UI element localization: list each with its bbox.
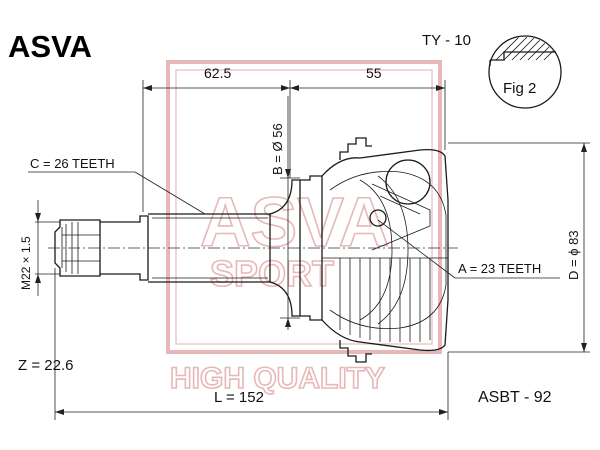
watermark-logo-text: ASVA (200, 183, 389, 261)
watermark-sub-text: SPORT (210, 253, 334, 294)
outer-housing (321, 148, 449, 352)
dim-housing-length: 55 (366, 65, 382, 81)
threaded-stub (54, 219, 101, 277)
cv-joint-outline (54, 137, 449, 363)
fig-badge-hatch (495, 37, 560, 61)
inner-race (329, 171, 447, 285)
abs-ring-top (339, 137, 372, 160)
dim-z-value: Z = 22.6 (18, 357, 73, 374)
dim-thread: M22 × 1.5 (19, 236, 33, 290)
part-number: TY - 10 (422, 32, 471, 49)
brand-logo: ASVA (8, 29, 92, 64)
bell-flange (300, 175, 323, 321)
dim-outer-diameter: D = ϕ 83 (566, 230, 581, 280)
dim-bell-diameter: B = Ø 56 (270, 123, 285, 175)
dim-total-length: L = 152 (214, 389, 264, 406)
abs-code: ASBT - 92 (478, 389, 552, 406)
watermark-frame (166, 60, 442, 354)
ball-small (369, 209, 387, 227)
watermark-frame-inner (175, 69, 433, 345)
leader-inner-teeth (377, 219, 456, 279)
dim-shaft-length: 62.5 (204, 65, 231, 81)
abs-ring-bottom (339, 340, 372, 363)
watermark: ASVA SPORT HIGH QUALITY (166, 60, 442, 396)
dimension-lines (28, 80, 590, 420)
leader-outer-teeth (134, 171, 206, 215)
watermark-tagline: HIGH QUALITY (170, 362, 385, 395)
dim-inner-teeth: A = 23 TEETH (458, 261, 541, 276)
fig-badge: Fig 2 (488, 35, 562, 109)
dim-outer-teeth: C = 26 TEETH (30, 156, 115, 171)
ball-top (385, 159, 431, 205)
fig-label: Fig 2 (503, 80, 536, 97)
